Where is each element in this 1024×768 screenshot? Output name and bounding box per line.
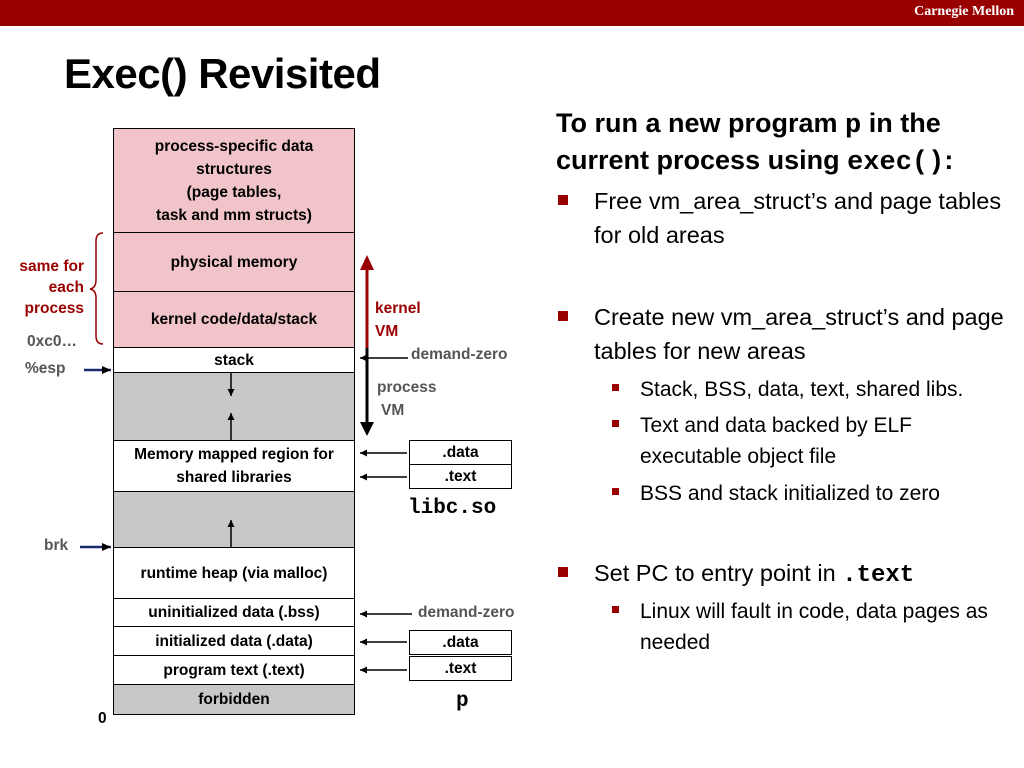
segment-label: physical memory — [170, 253, 298, 271]
segment-physical-memory: physical memory — [113, 232, 355, 292]
slide-title: Exec() Revisited — [64, 50, 381, 97]
p-file-name: p — [456, 690, 469, 713]
bullet-square-icon — [558, 195, 568, 205]
demand-zero-bss-label: demand-zero — [418, 604, 515, 621]
segment-gap-lower — [113, 491, 355, 548]
brand-label: Carnegie Mellon — [914, 4, 1014, 19]
kernel-vm-label: kernel VM — [375, 300, 421, 340]
segment-kernel-code: kernel code/data/stack — [113, 291, 355, 348]
segment-line: (page tables, — [186, 183, 282, 201]
segment-forbidden: forbidden — [113, 684, 355, 715]
sub-bullet-square-icon — [612, 420, 619, 427]
same-for-each-process-brace — [89, 232, 104, 345]
segment-label: Memory mapped region for shared librarie… — [134, 446, 334, 486]
panel-heading: To run a new program p in the current pr… — [556, 108, 954, 178]
segment-label: kernel code/data/stack — [150, 311, 318, 328]
demand-zero-stack-label: demand-zero — [411, 346, 508, 363]
segment-label: program text (.text) — [163, 661, 305, 679]
p-text-section: .text — [409, 656, 512, 681]
sub-bullet-square-icon — [612, 488, 619, 495]
zero-address-label: 0 — [98, 710, 107, 727]
segment-bss: uninitialized data (.bss) — [113, 598, 355, 627]
header-bar: Carnegie Mellon — [0, 0, 1024, 26]
segment-label: initialized data (.data) — [155, 632, 313, 650]
libc-data-section: .data — [409, 440, 512, 465]
explanation-panel: To run a new program p in the current pr… — [556, 106, 1016, 654]
segment-stack: stack — [113, 347, 355, 373]
sub-bullet-square-icon — [612, 384, 619, 391]
esp-label: %esp — [25, 360, 66, 377]
segment-line: structures — [196, 160, 272, 178]
libc-text-section: .text — [409, 464, 512, 489]
segment-line: process-specific data — [154, 137, 314, 155]
segment-label: runtime heap (via malloc) — [140, 564, 328, 582]
process-vm-label: process VM — [377, 379, 437, 419]
segment-text: program text (.text) — [113, 655, 355, 685]
segment-line: task and mm structs) — [156, 206, 312, 224]
bullet-square-icon — [558, 311, 568, 321]
segment-gap-upper — [113, 372, 355, 441]
segment-label: forbidden — [198, 691, 270, 708]
p-data-section: .data — [409, 630, 512, 655]
segment-heap: runtime heap (via malloc) — [113, 547, 355, 599]
brk-label: brk — [44, 537, 69, 554]
addr-top-label: 0xc0… — [27, 333, 77, 350]
libc-file-name: libc.so — [408, 497, 497, 520]
sub-bullet-square-icon — [612, 606, 619, 613]
segment-process-specific: process-specific data structures (page t… — [113, 128, 355, 233]
same-for-each-process-label: same for each process — [19, 258, 84, 317]
bullet-square-icon — [558, 567, 568, 577]
segment-label: stack — [214, 351, 254, 369]
segment-label: uninitialized data (.bss) — [148, 604, 320, 621]
